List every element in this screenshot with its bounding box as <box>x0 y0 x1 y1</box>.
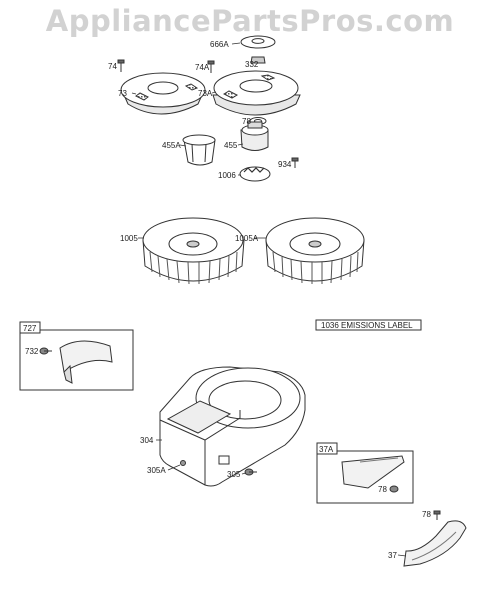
part-37-air-guide <box>403 520 467 567</box>
callout-455: 455 <box>224 141 238 150</box>
callout-727: 727 <box>23 324 37 333</box>
emissions-label-box <box>315 319 422 331</box>
part-934 <box>291 157 299 168</box>
part-455A <box>182 134 216 166</box>
callout-934: 934 <box>278 160 292 169</box>
callout-37A: 37A <box>319 445 334 454</box>
part-332 <box>250 56 266 64</box>
emissions-label-text: 1036 EMISSIONS LABEL <box>321 321 413 330</box>
callout-78-lower: 78 <box>422 510 431 519</box>
callout-37: 37 <box>388 551 397 560</box>
part-455 <box>240 121 269 151</box>
callout-455A: 455A <box>162 141 181 150</box>
callout-78-washer: 78 <box>242 117 251 126</box>
leader-lines <box>131 42 407 557</box>
part-74A <box>207 60 215 73</box>
part-78-screw-b <box>433 510 441 520</box>
callout-1005: 1005 <box>120 234 138 243</box>
part-78-screw-a <box>389 485 399 493</box>
part-732 <box>39 347 52 355</box>
part-37A <box>341 455 405 489</box>
callout-73: 73 <box>118 89 127 98</box>
part-727 <box>59 340 113 384</box>
part-666A <box>240 35 276 49</box>
callout-305: 305 <box>227 470 241 479</box>
part-1005-flywheel <box>142 217 245 285</box>
part-304-blower-housing <box>159 366 306 487</box>
callout-73A: 73A <box>198 89 213 98</box>
watermark: AppliancePartsPros.com <box>45 4 455 38</box>
callout-78-box: 78 <box>378 485 387 494</box>
callout-74: 74 <box>108 62 117 71</box>
callout-1005A: 1005A <box>235 234 259 243</box>
part-305-bolt <box>244 468 257 476</box>
box-727-tab <box>19 321 41 334</box>
callout-332: 332 <box>245 60 259 69</box>
part-73A <box>212 70 301 116</box>
callout-1006: 1006 <box>218 171 236 180</box>
box-37A-tab <box>316 442 338 455</box>
callout-732: 732 <box>25 347 39 356</box>
callout-304: 304 <box>140 436 154 445</box>
part-74 <box>117 59 125 72</box>
callout-666A: 666A <box>210 40 229 49</box>
part-73 <box>120 72 206 115</box>
part-1005A-flywheel <box>265 217 365 284</box>
part-1006 <box>239 166 271 182</box>
callout-305A: 305A <box>147 466 166 475</box>
callout-74A: 74A <box>195 63 210 72</box>
